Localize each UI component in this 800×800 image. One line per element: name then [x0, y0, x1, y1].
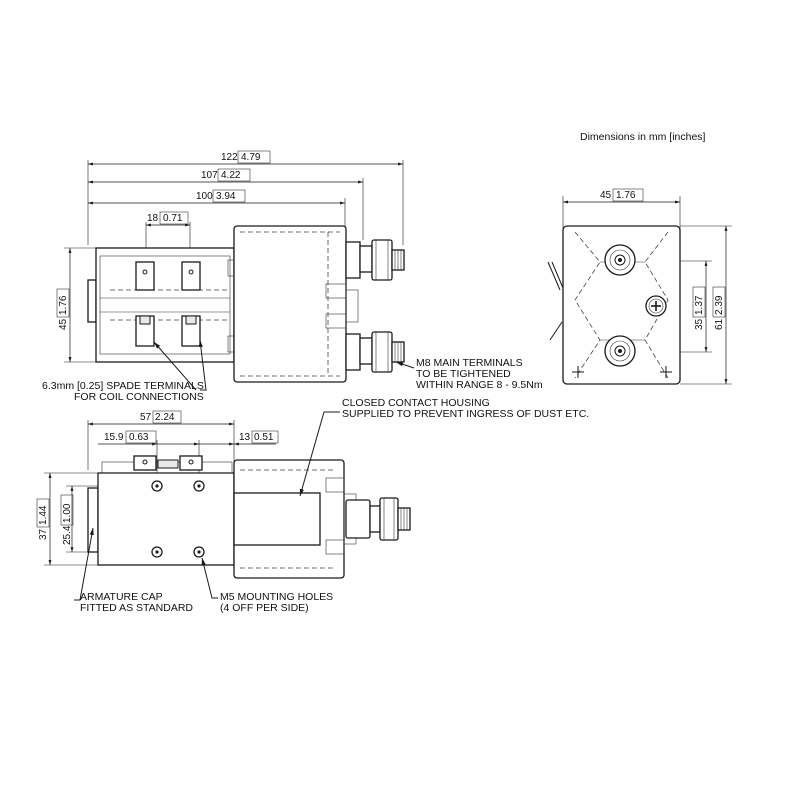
dim-value: 122: [221, 152, 238, 163]
main-terminal-lower: [345, 331, 405, 373]
mounting-hole-icon: [193, 480, 205, 492]
note-line: CLOSED CONTACT HOUSING: [342, 397, 490, 409]
dim-inch: 1.76: [616, 190, 636, 201]
dim-height-45: 45 1.76: [56, 247, 100, 363]
dim-value: 45: [600, 190, 612, 201]
note-line: M8 MAIN TERMINALS: [416, 357, 523, 369]
note-spade-terminals: 6.3mm [0.25] SPADE TERMINALS FOR COIL CO…: [42, 339, 207, 403]
note-line: TO BE TIGHTENED: [416, 368, 511, 380]
contact-housing: [233, 225, 359, 383]
dim-inch: 1.76: [58, 295, 69, 315]
note-main-terminals: M8 MAIN TERMINALS TO BE TIGHTENED WITHIN…: [395, 357, 543, 391]
terminal-stud-upper-icon: [604, 244, 636, 276]
dim-width-45: 45 1.76: [562, 188, 681, 228]
dim-inch: 3.94: [216, 191, 236, 202]
dim-value: 13: [239, 432, 251, 443]
side-coil-body: [87, 455, 235, 566]
note-line: SUPPLIED TO PREVENT INGRESS OF DUST ETC.: [342, 408, 589, 420]
dim-height-37: 37 1.44: [36, 472, 100, 566]
mounting-holes: [151, 480, 205, 558]
end-view: 45 1.76 35 1.37 61 2.39: [547, 188, 732, 385]
side-contact-housing: [233, 459, 357, 579]
mounting-hole-icon: [151, 546, 163, 558]
polarity-marks: [572, 366, 672, 378]
note-line: 6.3mm [0.25] SPADE TERMINALS: [42, 380, 204, 392]
dim-value: 61: [714, 318, 725, 330]
note-line: WITHIN RANGE 8 - 9.5Nm: [416, 379, 543, 391]
units-note: Dimensions in mm [inches]: [580, 131, 706, 143]
main-terminal-upper: [345, 239, 405, 281]
dim-inch: 1.00: [62, 503, 73, 523]
dim-inch: 0.63: [129, 432, 149, 443]
dim-inch: 2.24: [155, 412, 175, 423]
dim-value: 45: [58, 318, 69, 330]
side-main-terminal: [345, 497, 411, 541]
cross-screw-icon: [645, 295, 667, 317]
dim-value: 57: [140, 412, 152, 423]
dim-value: 15.9: [104, 432, 124, 443]
side-view: 57 2.24 15.9 0.63 13 0.51: [36, 397, 589, 614]
top-view: 122 4.79 107 4.22 100 3.94 18 0.71: [42, 150, 543, 403]
dim-inch: 0.51: [254, 432, 274, 443]
note-line: FOR COIL CONNECTIONS: [74, 391, 204, 403]
dim-inch: 4.79: [241, 152, 261, 163]
dim-inch: 4.22: [221, 170, 241, 181]
dim-value: 25.4: [62, 525, 73, 545]
note-line: M5 MOUNTING HOLES: [220, 591, 333, 603]
dim-value: 37: [38, 528, 49, 540]
coil-body: [87, 247, 235, 363]
dim-value: 35: [694, 318, 705, 330]
dim-inch: 0.71: [163, 213, 183, 224]
terminal-stud-lower-icon: [604, 335, 636, 367]
dim-overall-107: 107 4.22: [88, 168, 364, 240]
dim-inch: 1.44: [38, 505, 49, 525]
dim-inch: 2.39: [714, 295, 725, 315]
dim-inch: 1.37: [694, 295, 705, 315]
mounting-hole-icon: [193, 546, 205, 558]
note-armature-cap: ARMATURE CAP FITTED AS STANDARD: [74, 527, 193, 614]
dim-value: 18: [147, 213, 159, 224]
note-line: ARMATURE CAP: [80, 591, 163, 603]
end-view-body: [547, 225, 681, 385]
dim-value: 100: [196, 191, 213, 202]
note-line: FITTED AS STANDARD: [80, 602, 193, 614]
dim-value: 107: [201, 170, 218, 181]
note-line: (4 OFF PER SIDE): [220, 602, 309, 614]
mounting-hole-icon: [151, 480, 163, 492]
dim-overall-122: 122 4.79: [87, 150, 404, 245]
dim-offset-13: 13 0.51: [199, 430, 279, 446]
spade-terminals: [135, 261, 201, 347]
note-mounting-holes: M5 MOUNTING HOLES (4 OFF PER SIDE): [201, 557, 333, 614]
note-contact-housing: CLOSED CONTACT HOUSING SUPPLIED TO PREVE…: [299, 397, 589, 497]
dim-height-61: 61 2.39: [680, 225, 732, 385]
